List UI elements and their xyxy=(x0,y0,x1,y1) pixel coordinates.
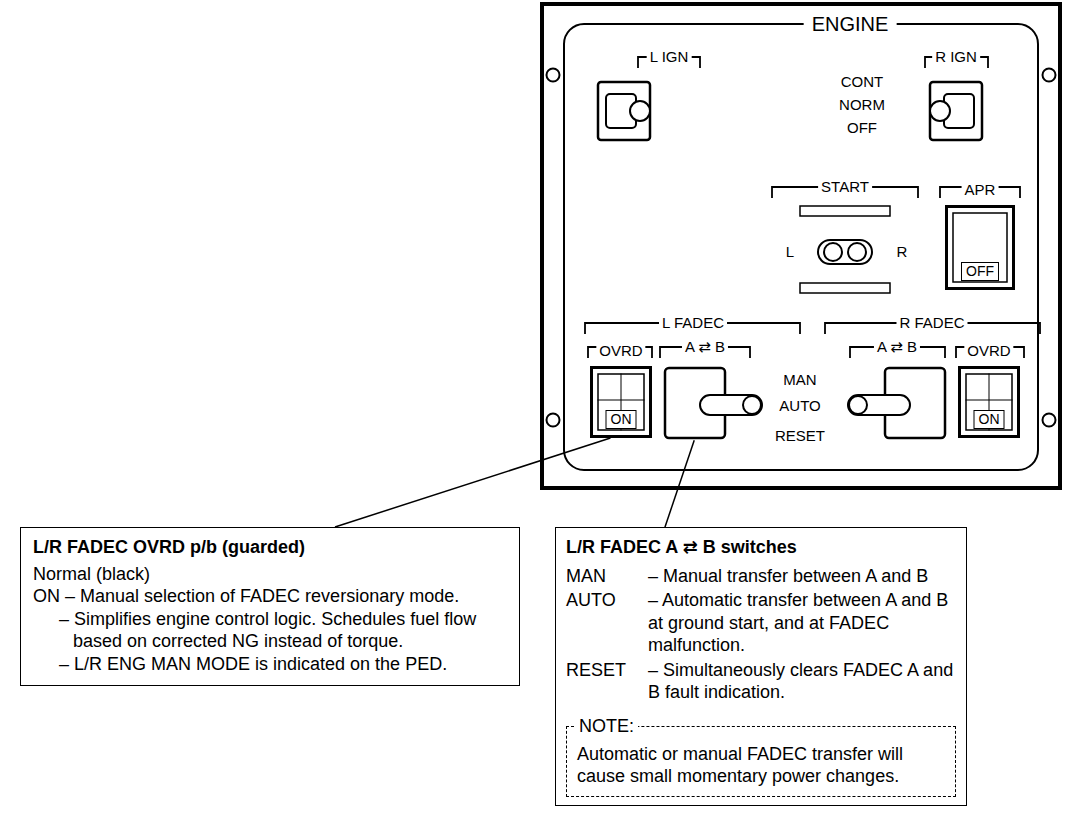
button-heading: OVRD xyxy=(596,342,645,359)
override-button: OVRDON xyxy=(590,366,652,438)
button-inner xyxy=(953,213,1007,282)
panel-label: AUTO xyxy=(776,397,823,414)
callout-box: L/R FADEC OVRD p/b (guarded) Normal (blac… xyxy=(20,527,520,686)
panel-label: A ⇄ B xyxy=(682,338,728,355)
panel-label: START xyxy=(818,178,872,195)
panel-label: L xyxy=(783,243,797,260)
panel-label: R xyxy=(894,243,911,260)
control-panel: ENGINEAPROFFOVRDONOVRDON xyxy=(540,2,1062,490)
note-heading: NOTE: xyxy=(575,716,638,736)
callout-text: Normal (black) xyxy=(33,563,507,586)
switch-lever xyxy=(700,395,762,415)
button-heading: OVRD xyxy=(964,342,1013,359)
panel-label: R FADEC xyxy=(896,314,967,331)
note-text: Automatic or manual FADEC transfer will … xyxy=(577,743,945,788)
toggle-switch xyxy=(930,82,982,140)
definition: – Simultaneously clears FADEC A and B fa… xyxy=(648,659,956,704)
panel-label: L FADEC xyxy=(659,314,727,331)
button-cross xyxy=(598,374,644,430)
panel-label: R IGN xyxy=(932,48,980,65)
mounting-hole xyxy=(1043,69,1056,82)
panel-label: RESET xyxy=(772,427,828,444)
switch-knob xyxy=(849,396,867,414)
mounting-hole xyxy=(1043,414,1056,427)
start-switch xyxy=(818,240,872,264)
leader-line xyxy=(665,441,694,527)
term: AUTO xyxy=(566,589,644,657)
callout-text: – L/R ENG MAN MODE is indicated on the P… xyxy=(33,653,507,676)
definition-list: L/R FADEC A ⇄ B switchesMAN– Manual tran… xyxy=(566,536,956,704)
button-inner xyxy=(598,374,644,430)
indicator-bar xyxy=(800,283,890,293)
leader-line xyxy=(335,438,610,527)
override-button: OVRDON xyxy=(958,366,1020,438)
indicator-bar xyxy=(800,206,890,216)
switch-knob xyxy=(743,396,761,414)
start-switch-knob xyxy=(824,243,842,261)
mounting-hole xyxy=(547,414,560,427)
panel-label: OFF xyxy=(844,119,880,136)
mounting-hole xyxy=(547,69,560,82)
button-cross xyxy=(966,374,1012,430)
toggle-knob xyxy=(930,101,950,121)
definition: – Automatic transfer between A and B at … xyxy=(648,589,956,657)
button-inner xyxy=(966,374,1012,430)
term: RESET xyxy=(566,659,644,704)
panel-title: ENGINE xyxy=(804,12,897,36)
panel-label: MAN xyxy=(780,371,819,388)
button-legend: ON xyxy=(606,410,637,429)
switch-lever xyxy=(848,395,910,415)
panel-label: L IGN xyxy=(647,48,692,65)
toggle-knob xyxy=(630,101,650,121)
callout-box: L/R FADEC A ⇄ B switchesMAN– Manual tran… xyxy=(555,527,967,806)
callout-text: – Simplifies engine control logic. Sched… xyxy=(33,608,507,653)
panel-label: A ⇄ B xyxy=(874,338,920,355)
term: MAN xyxy=(566,565,644,588)
inner-frame xyxy=(564,24,1038,470)
start-switch-knob xyxy=(848,243,866,261)
callout-heading: L/R FADEC OVRD p/b (guarded) xyxy=(33,536,507,559)
button-legend: OFF xyxy=(961,262,999,281)
callout-text: ON – Manual selection of FADEC reversion… xyxy=(33,585,507,608)
definition: – Manual transfer between A and B xyxy=(648,565,956,588)
panel-label: NORM xyxy=(836,96,888,113)
callout-heading: L/R FADEC A ⇄ B switches xyxy=(566,536,956,559)
apr-button: APROFF xyxy=(945,205,1015,290)
toggle-switch xyxy=(598,82,650,140)
button-heading: APR xyxy=(962,181,999,198)
panel-label: CONT xyxy=(838,73,887,90)
button-legend: ON xyxy=(974,410,1005,429)
note-box: NOTE:Automatic or manual FADEC transfer … xyxy=(566,726,956,797)
